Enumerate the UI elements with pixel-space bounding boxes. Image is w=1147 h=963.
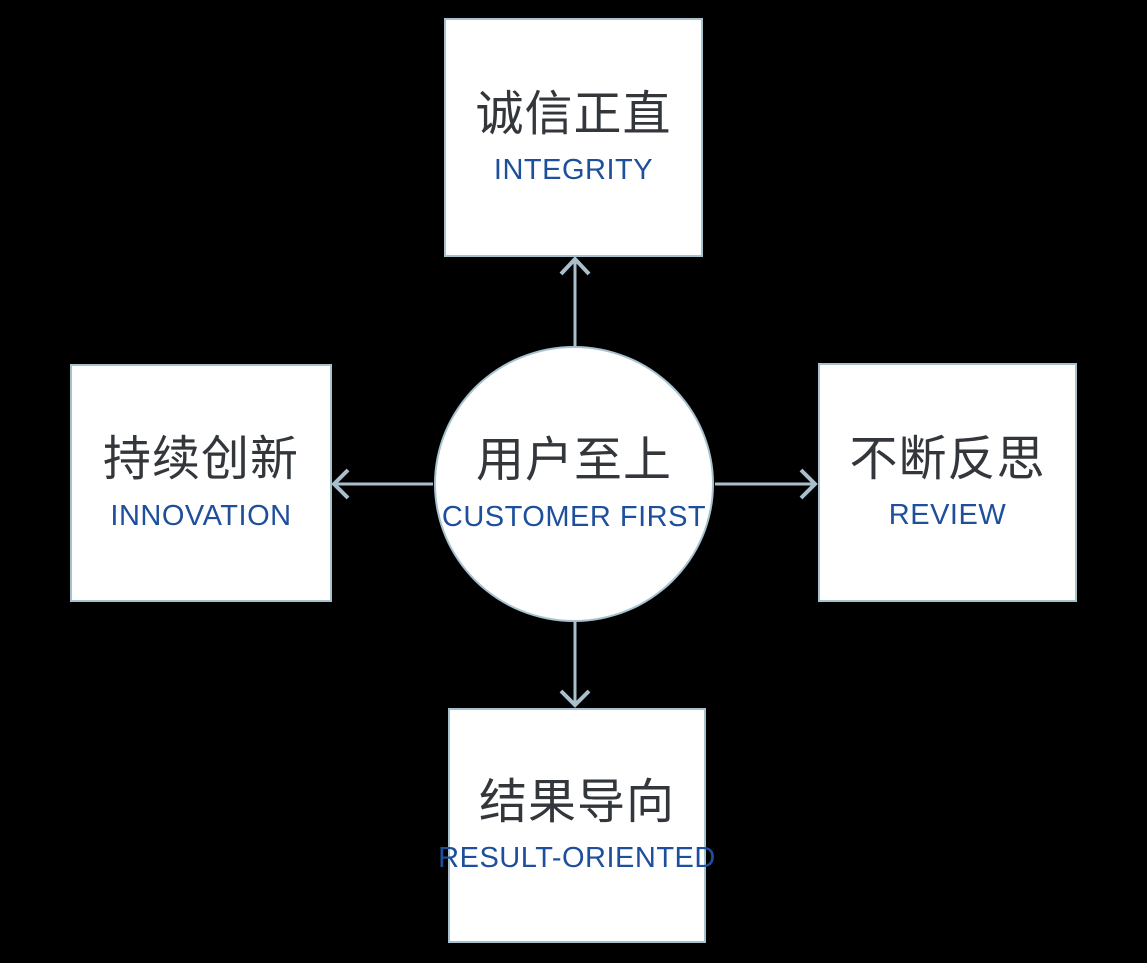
arrow-up-icon [559,256,591,347]
value-box-review: 不断反思 REVIEW [818,363,1077,602]
arrow-right-icon [715,468,818,500]
value-label-en: INNOVATION [110,499,292,532]
arrow-down-icon [559,621,591,708]
value-label-zh: 结果导向 [478,773,675,830]
value-label-en: RESULT-ORIENTED [438,842,716,875]
value-box-innovation: 持续创新 INNOVATION [70,364,332,602]
value-label-en: INTEGRITY [493,154,654,187]
value-label-zh: 持续创新 [102,431,299,488]
center-circle-customer-first: 用户至上 CUSTOMER FIRST [434,346,714,622]
value-box-result-oriented: 结果导向 RESULT-ORIENTED [438,708,715,943]
value-label-zh: 不断反思 [849,430,1046,487]
value-label-en: CUSTOMER FIRST [441,500,707,533]
value-label-en: REVIEW [888,499,1007,532]
value-box-integrity: 诚信正直 INTEGRITY [444,18,703,257]
value-label-zh: 诚信正直 [475,85,672,142]
arrow-left-icon [331,468,433,500]
value-label-zh: 用户至上 [475,432,672,489]
